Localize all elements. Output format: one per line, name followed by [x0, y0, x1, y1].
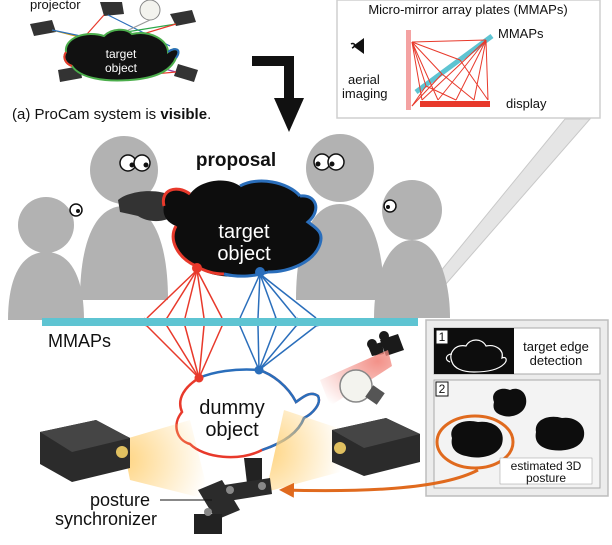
step1-badge	[435, 329, 449, 345]
left-projector	[40, 420, 210, 500]
step2-badge	[435, 381, 449, 397]
step1-line1: target edge	[523, 339, 589, 354]
step2-line1: estimated 3D	[511, 459, 582, 473]
selected-posture-ring	[435, 414, 515, 470]
proposal-label: proposal	[196, 150, 276, 171]
blue-rays	[232, 273, 325, 371]
lamp-icon	[139, 0, 161, 21]
target-point-blue	[255, 267, 265, 277]
posture-line2: synchronizer	[55, 509, 157, 529]
target-point-red	[192, 263, 202, 273]
step2-label-box	[499, 457, 593, 485]
hand-icon	[118, 191, 176, 222]
pupils	[76, 161, 390, 213]
posture-line1: posture	[90, 490, 150, 510]
dummy-object-line1: dummy	[199, 397, 265, 419]
red-rays	[138, 269, 230, 379]
dummy-object: dummy object	[175, 365, 321, 459]
target-teapot: proposal target object	[161, 150, 323, 278]
caption-suffix: .	[207, 106, 211, 123]
dummy-object-line2: object	[205, 419, 259, 441]
step2-number: 2	[439, 382, 446, 396]
procam-target-line1: target	[106, 47, 137, 61]
aerial-line1: aerial	[348, 72, 380, 87]
person-icon	[8, 197, 84, 320]
right-projector	[266, 410, 420, 492]
mmap-plate	[414, 33, 494, 95]
camera-icon	[367, 331, 404, 356]
mmap-inset-title: Micro-mirror array plates (MMAPs)	[368, 2, 567, 17]
candidate-teapots	[451, 388, 585, 458]
edge-teapot-icon	[445, 339, 507, 373]
aerial-image-bar	[406, 30, 411, 110]
target-object-line2: object	[217, 243, 271, 265]
projector-icon	[30, 2, 198, 82]
mmap-inset-mmaps-label: MMAPs	[498, 26, 544, 41]
target-object-line1: target	[218, 221, 270, 243]
dummy-point-blue	[254, 365, 264, 375]
caption-prefix: (a) ProCam system is	[12, 106, 160, 123]
mmap-plate-main	[42, 318, 418, 326]
aerial-line2: imaging	[342, 86, 388, 101]
mmaps-main-label: MMAPs	[48, 331, 111, 351]
dummy-point-red	[194, 373, 204, 383]
eye-icon	[350, 38, 364, 54]
procam-teapot: target object	[63, 28, 180, 82]
display-bar	[420, 101, 490, 107]
mmap-inset: Micro-mirror array plates (MMAPs)	[336, 0, 601, 119]
feedback-arrow	[279, 468, 479, 498]
procam-inset: projector target	[12, 0, 211, 123]
step1-number: 1	[439, 330, 446, 344]
procam-caption: (a) ProCam system is visible.	[12, 106, 211, 123]
person-icon	[296, 134, 384, 300]
caption-bold: visible	[160, 106, 207, 123]
bulb-icon	[339, 369, 385, 405]
robot-arm	[194, 458, 272, 534]
step2-line2: posture	[526, 471, 566, 485]
step1-line2: detection	[530, 353, 583, 368]
projector-label: projector	[30, 0, 81, 12]
mmap-rays	[411, 39, 489, 107]
person-icon	[374, 180, 450, 318]
display-label: display	[506, 96, 547, 111]
procam-target-line2: object	[105, 61, 138, 75]
hook-arrow	[252, 56, 304, 132]
pipeline-panel: 1 target edge detection 2 estimated 3D p…	[425, 319, 609, 497]
